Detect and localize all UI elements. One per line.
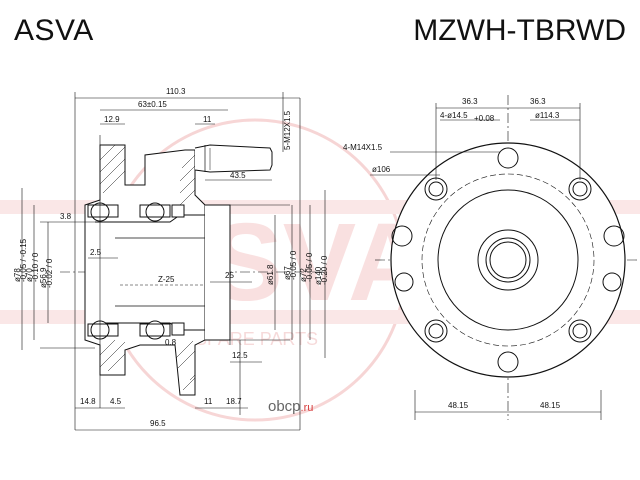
front-dimension-labels: 36.3 36.3 4-ø14.5 +0.08 ø114.3 4-M14X1.5… [343,97,561,410]
dim-holes: 4-ø14.5 [440,111,468,120]
dim-bottom-mid: 11 [204,397,213,406]
brand-name: ASVA [14,14,94,47]
dim-d1-tol: -0.05 / -0.15 [19,238,28,282]
front-view [375,95,640,420]
side-section-view [60,144,330,396]
dim-pilot: ø106 [372,165,391,174]
side-dimension-labels: 110.3 63±0.15 12.9 11 43.5 3.8 2.5 25 0.… [13,87,329,428]
dim-thread: 4-M14X1.5 [343,143,383,152]
dim-bottom-right: 18.7 [226,397,242,406]
dim-pcd: ø114.3 [535,111,560,120]
dim-left-flange: 12.9 [104,115,120,124]
dim-holes-tol: +0.08 [474,114,495,123]
dim-half-left: 36.3 [462,97,478,106]
watermark-site-domain: .ru [300,402,314,414]
dim-lip: 3.8 [60,212,72,221]
bolt-holes [424,177,592,343]
dim-bottom-left2: 4.5 [110,397,122,406]
dim-spline: Z-25 [158,275,175,284]
dim-inner-depth: 25 [225,271,234,280]
dim-d3-tol: -0.02 / 0 [45,258,54,288]
side-dimensions [21,92,326,431]
dim-d5-tol: -0.05 / 0 [305,252,314,282]
threaded-holes [391,147,625,373]
dim-bottom-left: 14.8 [80,397,96,406]
front-dimensions [370,103,602,420]
dim-overall-bottom: 96.5 [150,419,166,428]
dim-d4-tol: -0.05 / 0 [289,250,298,280]
dim-overall-top: 110.3 [166,87,186,96]
dim-d5: ø72 [299,268,308,282]
dim-small-gap: 0.8 [165,338,177,347]
dim-d3: ø56.9 [39,267,48,288]
dim-d1: ø78 [13,268,22,282]
dim-half-right: 36.3 [530,97,546,106]
dim-flange-offset: 12.5 [232,351,248,360]
dim-stud-length: 43.5 [230,171,246,180]
part-number: MZWH-TBRWD [413,14,626,47]
watermark-site: obcp.ru [268,398,313,415]
dim-bottom-right-front: 48.15 [540,401,561,410]
dim-inner-step: 2.5 [90,248,102,257]
dim-bore: ø61.8 [266,264,275,285]
dim-d6: ø140 [314,266,323,285]
dim-d2-tol: -0.10 / 0 [31,252,40,282]
dim-bottom-left-front: 48.15 [448,401,469,410]
dim-d4: ø67 [283,266,292,280]
dim-d2: ø70 [25,268,34,282]
dim-center-offset: 63±0.15 [138,100,167,109]
dim-bolt-head: 11 [203,115,212,124]
watermark-site-name: obcp [268,398,301,415]
dim-stud-thread: 5-M12X1.5 [283,110,292,150]
dim-d6-tol: -0.20 / 0 [320,255,329,285]
